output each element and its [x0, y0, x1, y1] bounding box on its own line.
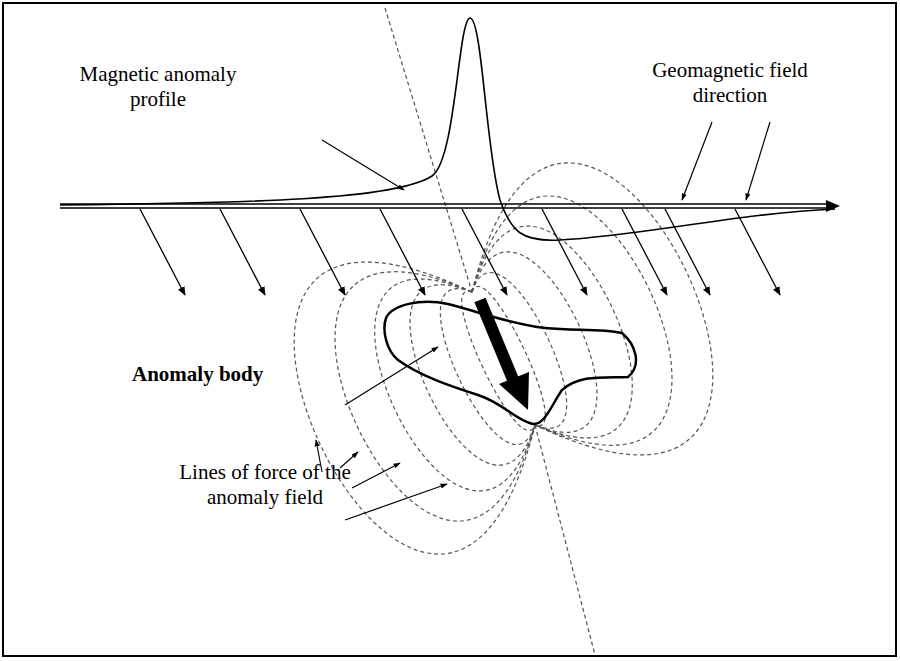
field-line: [472, 286, 545, 425]
leader-line: [352, 463, 400, 488]
leader-line: [322, 140, 404, 190]
magnetization-shaft: [480, 300, 514, 382]
field-line: [535, 425, 595, 654]
field-direction-arrow: [665, 209, 710, 295]
leader-line: [345, 347, 438, 405]
field-line: [440, 289, 535, 445]
field-direction-arrow: [300, 209, 345, 295]
magnetization-arrow: [480, 300, 529, 410]
field-direction-arrow: [380, 209, 425, 295]
magnetization-head: [499, 372, 529, 410]
field-direction-arrow: [220, 209, 265, 295]
field-direction-label: Geomagnetic field direction: [640, 58, 820, 108]
leader-line: [746, 122, 770, 200]
field-lines: [294, 8, 713, 654]
field-direction-arrow: [140, 209, 185, 295]
leader-lines: [316, 122, 770, 520]
frame: [3, 3, 896, 656]
profile-label: Magnetic anomaly profile: [58, 62, 258, 112]
field-direction-arrow: [542, 209, 587, 295]
leader-line: [682, 122, 712, 200]
anomaly-profile: [60, 18, 835, 240]
field-direction-label-box: Geomagnetic field direction: [640, 58, 820, 108]
field-line: [375, 279, 535, 491]
field-lines-label-box: Lines of force of the anomaly field: [150, 460, 380, 510]
leader-line: [345, 484, 447, 520]
axis-line: [60, 207, 830, 209]
geomagnetic-arrows: [140, 209, 780, 295]
field-direction-arrow: [622, 209, 667, 295]
field-line: [385, 8, 472, 292]
profile-axis: [60, 200, 840, 212]
profile-label-box: Magnetic anomaly profile: [58, 62, 258, 112]
body-label: Anomaly body: [132, 362, 302, 387]
field-direction-arrow: [735, 209, 780, 295]
field-lines-label: Lines of force of the anomaly field: [150, 460, 380, 510]
field-line: [335, 272, 535, 521]
body-label-box: Anomaly body: [132, 362, 302, 387]
field-direction-arrow: [462, 209, 507, 295]
axis-arrowhead: [826, 200, 840, 212]
